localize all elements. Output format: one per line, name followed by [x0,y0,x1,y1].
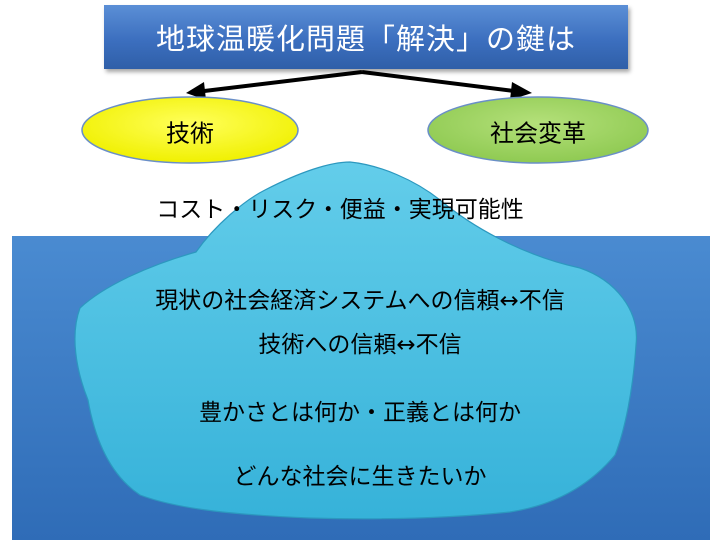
iceberg-shape [74,161,637,520]
arrowhead-left-icon [186,82,206,100]
arrowhead-right-icon [510,82,532,100]
title-box: 地球温暖化問題「解決」の鍵は [104,5,628,69]
arrow-to-social-change [361,70,523,94]
surface-factors-text: コスト・リスク・便益・実現可能性 [156,197,524,223]
social-change-node [427,96,649,164]
arrow-to-technology [195,70,363,94]
iceberg-line-2: 技術への信頼↔不信 [258,332,462,358]
technology-node [81,96,299,164]
iceberg-line-1: 現状の社会経済システムへの信頼↔不信 [155,288,565,314]
page-title: 地球温暖化問題「解決」の鍵は [155,22,576,56]
iceberg-line-3: 豊かさとは何か・正義とは何か [199,400,521,426]
iceberg-line-4: どんな社会に生きたいか [233,464,487,490]
social-change-label: 社会変革 [490,119,586,148]
technology-label: 技術 [166,119,214,148]
